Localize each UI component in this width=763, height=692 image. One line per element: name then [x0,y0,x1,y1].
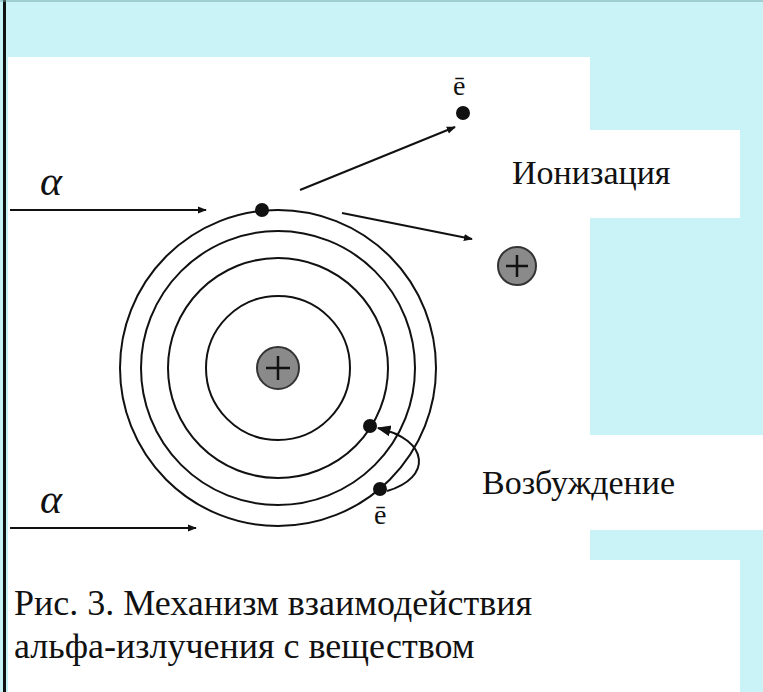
electron-symbol: ē [453,72,465,100]
figure-caption: Рис. 3. Механизм взаимодействия альфа-из… [14,582,614,668]
top-border [0,1,763,2]
alpha-symbol: α [40,478,62,520]
process-label: Ионизация [512,156,671,190]
arrows [10,127,472,528]
nucleus [257,347,299,389]
positive-ion [498,247,536,285]
electron-symbol: ē [374,501,386,529]
alpha-symbol: α [40,160,62,202]
process-label: Возбуждение [482,466,675,500]
white-panel [8,57,763,692]
left-border [3,0,6,692]
electron-orbits [120,210,436,526]
electrons [255,106,470,496]
